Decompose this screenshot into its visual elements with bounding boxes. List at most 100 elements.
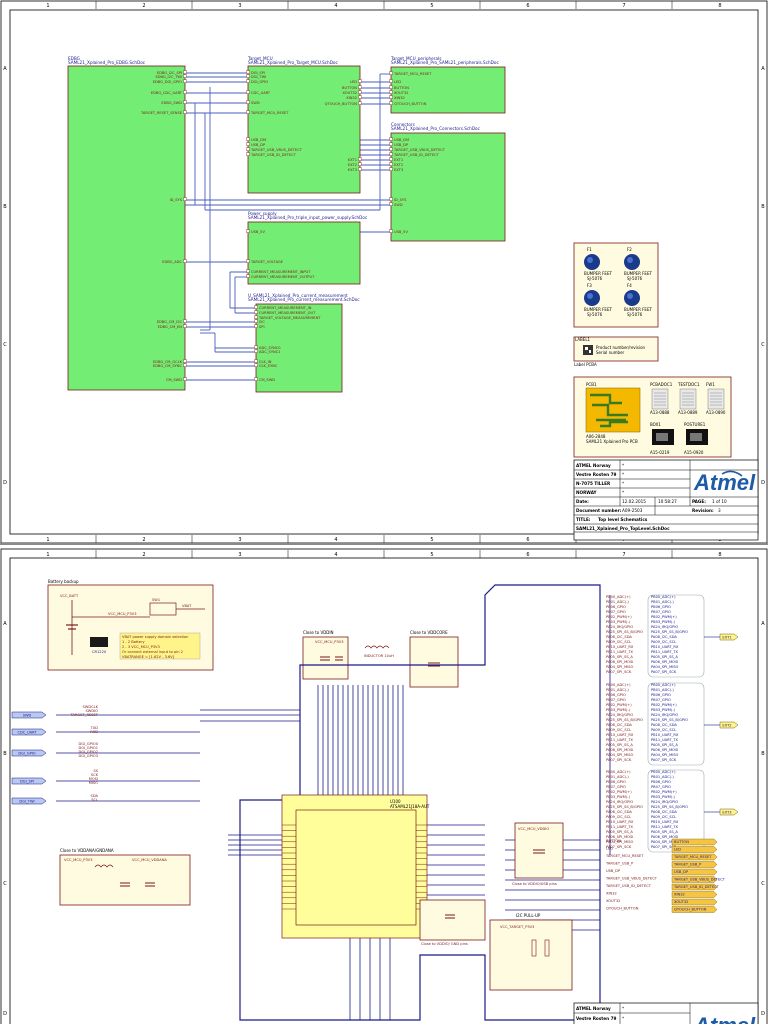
right-net-xin32: XIN32: [606, 892, 617, 896]
foot-code: SJ-5076: [627, 312, 643, 317]
label-caption: Label PCBA: [574, 362, 597, 367]
power-supply-block[interactable]: Power_supply SAML21_Xplained_Pro_triple_…: [246, 211, 368, 285]
edbg-subtitle: SAML21_Xplained_Pro_EDBG.SchDoc: [68, 60, 146, 65]
ext-net-2: PB00_ADC(+): [606, 770, 631, 774]
ext-pin-0: PB07_GPIO: [651, 610, 671, 614]
ruler-col-5: 5: [430, 3, 433, 9]
ext-net-2: PB10_UART_RX: [606, 820, 634, 824]
pcb-ref: PCB1: [586, 382, 597, 387]
atmel-logo-2: Atmel: [693, 1013, 756, 1024]
bom-panel: PCB1 A06-2848 SAML21 Xplained Pro PCB PC…: [573, 376, 732, 458]
ruler-col-6: 6: [526, 3, 529, 9]
title-block: ATMEL Norway Vestre Rosten 79 N-7075 TIL…: [573, 459, 759, 541]
tb-rev-label: Revision:: [692, 508, 714, 513]
port-swd: SWD: [251, 101, 260, 105]
port-edbg-cm-sync: EDBG_CM_SYNC: [153, 364, 183, 368]
right-net-xout32: XOUT32: [606, 899, 620, 903]
ext-pin-2: PA08_I2C_SDA: [651, 810, 677, 814]
ruler-row-right-D: D: [761, 480, 765, 486]
ruler-row-A: A: [3, 66, 7, 72]
battery-net: VCC_BATT: [60, 594, 79, 598]
ext-pin-0: PA08_I2C_SDA: [651, 635, 677, 639]
ext-pin-2: PA24_IRQ/GPIO: [651, 800, 678, 804]
right-net-target-usb-id-detect: TARGET_USB_ID_DETECT: [605, 884, 652, 888]
port-edbg-cm-i2c: EDBG_CM_I2C: [157, 320, 183, 324]
edbg-title: EDBG: [68, 56, 80, 61]
ruler-col-5: 5: [430, 537, 433, 543]
ext-net-1: PA04_SPI_MISO: [606, 753, 634, 757]
port-i2c: I2C: [259, 320, 265, 324]
port-edbg-i2c-spi: EDBG_I2C_SPI: [157, 71, 182, 75]
tb-rev: 3: [718, 508, 721, 513]
ruler-col-1: 1: [46, 552, 49, 558]
current-measurement-block[interactable]: U_SAML21_Xplained_Pro_current_measuremen…: [248, 293, 360, 393]
peripherals-block[interactable]: Target_MCU_peripherals SAML21_Xplained_P…: [389, 56, 506, 114]
port-target-usb-vbus-detect: TARGET_USB_VBUS_DETECT: [393, 148, 446, 152]
vddin-panel: Close to VDDIN VCC_MCU_P3V3: [302, 630, 349, 680]
ext-net-2: PA09_I2C_SCL: [606, 815, 631, 819]
ext-net-2: PA24_IRQ/GPIO: [606, 800, 633, 804]
ext-net-0: PA04_SPI_MISO: [606, 665, 634, 669]
i2c-pullup-panel: I2C PULL-UP VCC_TARGET_P3V3: [489, 913, 573, 991]
port-cm-swd: CM_SWD: [259, 378, 275, 382]
ext-net-0: PB06_GPIO: [606, 605, 626, 609]
periph-subtitle: SAML21_Xplained_Pro_SAML21_peripherals.S…: [391, 60, 499, 65]
atmel-logo: Atmel: [693, 470, 756, 495]
label-text-2: Serial number: [596, 350, 625, 355]
right-port-target-usb-id-detect: TARGET_USB_ID_DETECT: [673, 885, 720, 889]
label-ref: LABEL1: [575, 337, 591, 342]
port-edbg-i2c-twi: EDBG_I2C_TWI: [156, 75, 182, 79]
mcu-chip-u100[interactable]: U100 ATSAML21J18A-AUT: [281, 794, 430, 939]
port-target-mcu-reset: TARGET_MCU_RESET: [393, 72, 432, 76]
curr-subtitle: SAML21_Xplained_Pro_current_measurement.…: [248, 297, 360, 302]
connectors-block[interactable]: Connectors SAML21_Xplained_Pro_Connector…: [389, 122, 506, 242]
port-xin32: XIN32: [394, 96, 405, 100]
net-dgi-gpio0: DGI_GPIO0: [78, 742, 98, 746]
ext-pin-0: PA24_IRQ/GPIO: [651, 625, 678, 629]
ruler-col-5: 5: [430, 552, 433, 558]
ext-net-1: PA05_SPI_SS_A: [606, 743, 633, 747]
usb-vdd-panel: VCC_MCU_VDDIO Close to VDDIO/USB pins: [512, 822, 564, 886]
vddcore-title: Close to VDDCORE: [410, 630, 448, 635]
battery-part: CR1220: [92, 650, 107, 654]
port-ext3: EXT3: [722, 811, 731, 815]
battery-note-5: VBATRANGE = [1.62V - 3.6V]: [122, 655, 175, 659]
ruler-row-D: D: [3, 480, 7, 486]
net-target-reset: TARGET_RESET: [70, 713, 99, 717]
ruler2-row-A: A: [3, 621, 7, 627]
foot-code: SJ-5076: [627, 276, 643, 281]
battery-title: Battery backup: [48, 579, 79, 584]
port-swd: SWD: [394, 203, 403, 207]
net-rxd: RXD: [90, 730, 98, 734]
battery-note-2: 1 - 2 Battery: [122, 640, 145, 644]
bom-item-pcbadoc1: PCBADOC1: [650, 382, 673, 387]
port-target-voltage-measurement: TARGET_VOLTAGE_MEASUREMENT: [258, 316, 321, 320]
ruler-col-1: 1: [46, 3, 49, 9]
ext-net-1: PA24_IRQ/GPIO: [606, 713, 633, 717]
ext-pin-0: PB11_UART_TX: [651, 650, 679, 654]
target-mcu-block[interactable]: Target_MCU SAML21_Xplained_Pro_Target_MC…: [246, 56, 362, 194]
net-dgi-gpio3: DGI_GPIO3: [78, 754, 98, 758]
net-sck: SCK: [91, 773, 99, 777]
ext-pin-0: PB10_UART_RX: [651, 645, 679, 649]
ruler-col-4: 4: [334, 552, 337, 558]
port-button: BUTTON: [394, 86, 409, 90]
foot-part: BUMPER FEET: [584, 271, 612, 276]
right-net-target-mcu-reset: TARGET_MCU_RESET: [605, 854, 644, 858]
ext-pin-2: PB01_ADC(-): [651, 775, 674, 779]
edbg-block[interactable]: EDBG SAML21_Xplained_Pro_EDBG.SchDoc EDB…: [67, 56, 187, 391]
ext-net-1: PB11_UART_TX: [606, 738, 634, 742]
ruler-col-7: 7: [622, 3, 625, 9]
tb2-street: Vestre Rosten 79: [576, 1016, 616, 1021]
mcu-title: Target_MCU: [247, 56, 273, 61]
right-port-xin32: XIN32: [674, 893, 685, 897]
ext-pin-2: PA06_SPI_MOSI: [651, 835, 678, 839]
bom-item-box1: BOX1: [650, 422, 661, 427]
port-target-mcu-reset: TARGET_MCU_RESET: [250, 111, 289, 115]
port-ext3: EXT3: [348, 168, 357, 172]
foot-part: BUMPER FEET: [624, 271, 652, 276]
port-usb-5v: USB_5V: [394, 230, 408, 234]
right-net-target-usb-vbus-detect: TARGET_USB_VBUS_DETECT: [605, 877, 658, 881]
tb-page: 1 of 10: [712, 499, 727, 504]
